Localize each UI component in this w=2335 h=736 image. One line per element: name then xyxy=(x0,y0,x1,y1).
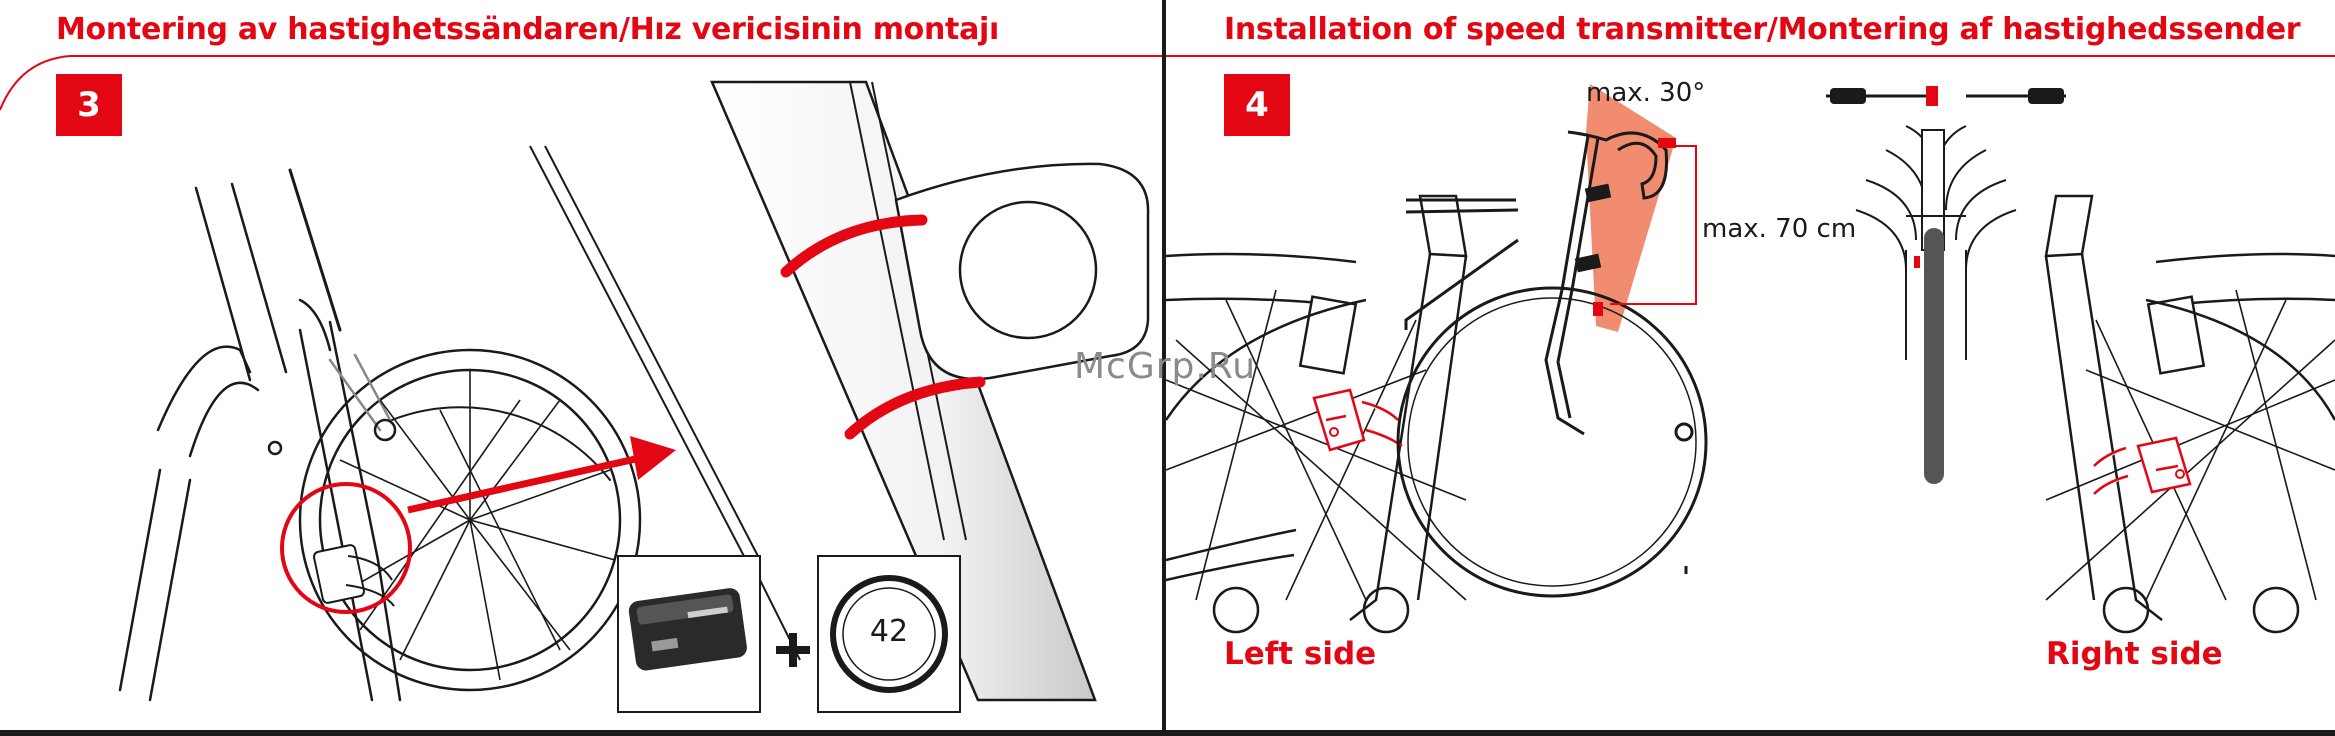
left-page: Montering av hastighetssändaren/Hız veri… xyxy=(0,0,1162,736)
left-page-art xyxy=(0,0,1162,736)
left-page-title: Montering av hastighetssändaren/Hız veri… xyxy=(56,12,999,47)
right-page: Installation of speed transmitter/Monter… xyxy=(1166,0,2335,736)
angle-label: max. 30° xyxy=(1586,78,1705,108)
step-badge: 4 xyxy=(1224,74,1290,136)
magnet-label: 42 xyxy=(859,614,919,649)
right-page-art xyxy=(1166,0,2335,736)
right-side-label: Right side xyxy=(2046,636,2223,672)
distance-label: max. 70 cm xyxy=(1698,214,1860,244)
right-page-title: Installation of speed transmitter/Monter… xyxy=(1224,12,2300,47)
step-badge: 3 xyxy=(56,74,122,136)
watermark: McGrp.Ru xyxy=(1074,346,1256,387)
left-side-label: Left side xyxy=(1224,636,1376,672)
bottom-rule xyxy=(0,730,2335,736)
